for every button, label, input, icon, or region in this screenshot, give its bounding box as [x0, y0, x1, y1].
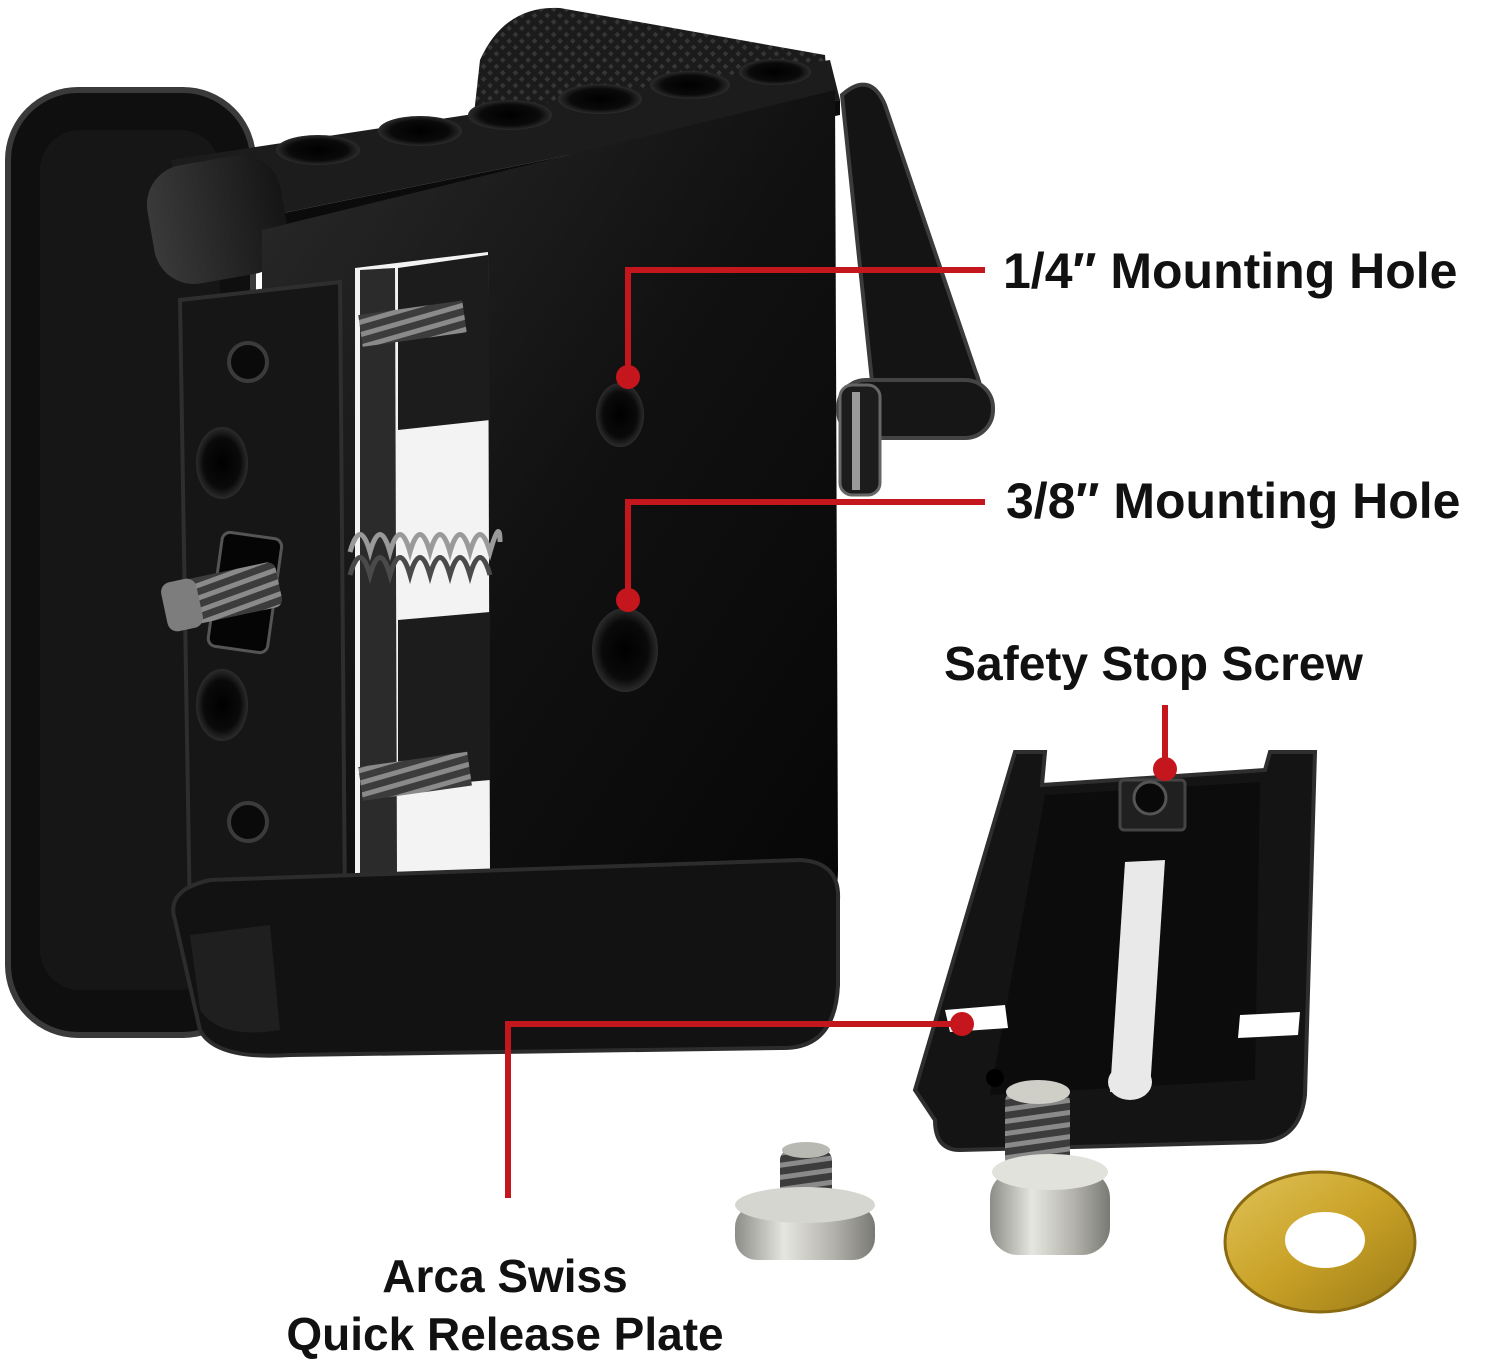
camera-clamp [8, 8, 993, 1056]
main-plate [262, 90, 838, 950]
arca-swiss-plate [915, 752, 1315, 1150]
quarter-inch-mounting-hole-label: 1/4″ Mounting Hole [1003, 246, 1458, 296]
safety-stop-screw-label: Safety Stop Screw [944, 641, 1363, 689]
arca-swiss-label-line2: Quick Release Plate [250, 1306, 760, 1363]
three-eighth-inch-mounting-hole-label: 3/8″ Mounting Hole [1006, 476, 1461, 526]
d-ring-screw-left [735, 1142, 875, 1260]
brass-washer [1225, 1172, 1415, 1312]
three-eighth-inch-hole [592, 608, 658, 692]
quarter-inch-hole [596, 383, 644, 447]
arca-swiss-label-line1: Arca Swiss [250, 1248, 760, 1306]
arca-swiss-plate-label: Arca Swiss Quick Release Plate [250, 1248, 760, 1363]
